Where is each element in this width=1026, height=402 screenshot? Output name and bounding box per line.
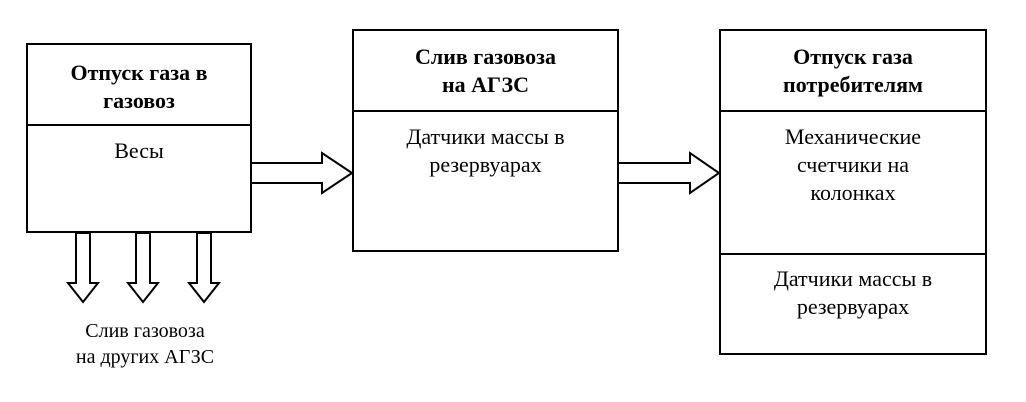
box-gas-release-to-consumers: Отпуск газа потребителям Механические сч… [719, 29, 987, 355]
box3-section2: Датчики массы в резервуарах [773, 266, 933, 319]
box3-title: Отпуск газа потребителям [783, 44, 923, 97]
box3-divider-1 [721, 110, 985, 112]
box2-title: Слив газовоза на АГЗС [414, 44, 556, 97]
box2-body: Датчики массы в резервуарах [406, 124, 565, 177]
box3-divider-2 [721, 253, 985, 255]
box-tanker-unloading: Слив газовоза на АГЗС Датчики массы в ре… [352, 29, 619, 252]
caption-line-2: на других АГЗС [75, 346, 215, 368]
caption-line-1: Слив газовоза [85, 320, 205, 342]
box-gas-release-to-tanker: Отпуск газа в газовоз Весы [26, 43, 252, 233]
arrow-down-3 [186, 232, 222, 304]
caption-other-stations: Слив газовоза на других АГЗС [40, 318, 250, 370]
arrow-down-2 [125, 232, 161, 304]
box2-divider [354, 110, 617, 112]
box1-divider [28, 124, 250, 126]
box3-section1: Механические счетчики на колонках [784, 124, 922, 205]
arrow-box2-to-box3 [617, 151, 721, 195]
box1-title: Отпуск газа в газовоз [70, 60, 208, 113]
box1-body: Весы [114, 138, 164, 163]
arrow-down-1 [65, 232, 101, 304]
arrow-box1-to-box2 [250, 151, 354, 195]
